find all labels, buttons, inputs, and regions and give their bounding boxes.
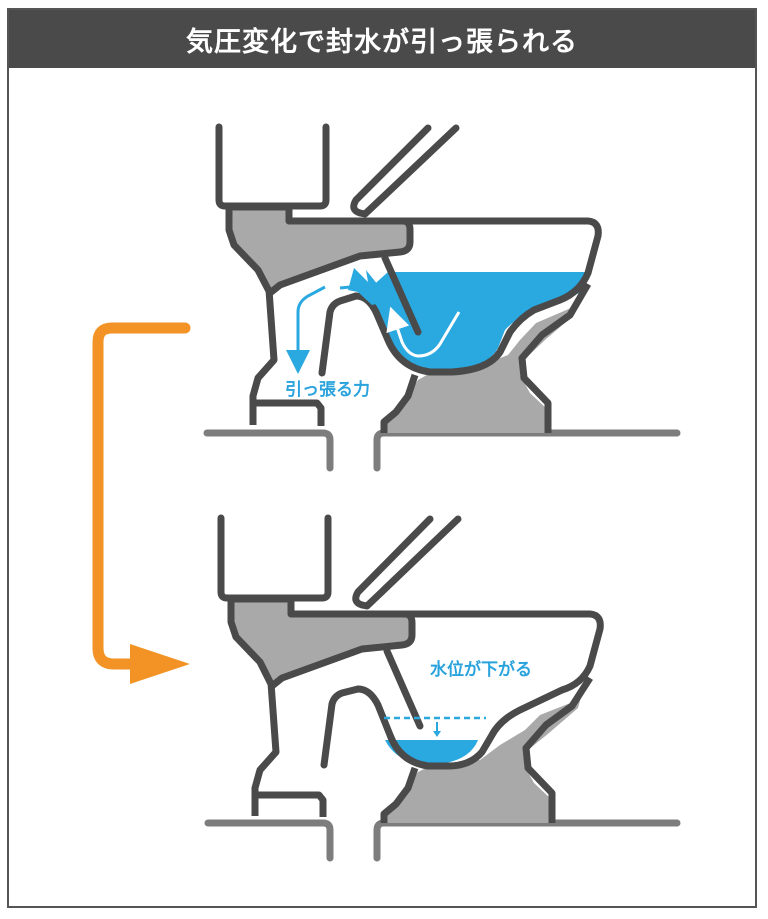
pull-force-label: 引っ張る力 xyxy=(285,380,370,400)
pull-arrow xyxy=(286,285,326,374)
title-bar: 気圧変化で封水が引っ張られる xyxy=(9,10,755,68)
toilet-bottom-cross-section xyxy=(204,514,681,862)
toilet-top-cross-section xyxy=(203,123,681,472)
down-arrow xyxy=(433,722,441,737)
orange-flow-arrow xyxy=(92,322,191,684)
page-title: 気圧変化で封水が引っ張られる xyxy=(186,26,578,58)
diagram-frame: 気圧変化で封水が引っ張られる xyxy=(7,8,757,908)
water-flow-arrow xyxy=(386,306,461,358)
water-level-drops-label: 水位が下がる xyxy=(430,660,532,680)
water-splash xyxy=(339,268,392,305)
